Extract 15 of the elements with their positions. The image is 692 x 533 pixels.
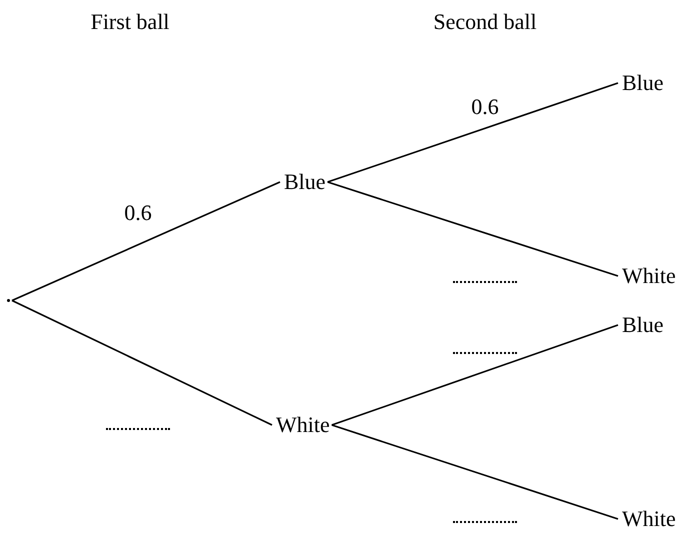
outcome-label: Blue	[622, 72, 664, 94]
outcome-label: White	[276, 414, 330, 436]
branch-line	[12, 300, 272, 426]
outcome-label: White	[622, 508, 676, 530]
outcome-label: Blue	[622, 314, 664, 336]
outcome-label: Blue	[284, 171, 326, 193]
column-heading: Second ball	[433, 11, 537, 33]
branch-line	[332, 424, 618, 520]
branch-line	[327, 82, 618, 183]
branch-point	[7, 299, 10, 302]
branch-line	[327, 181, 618, 277]
branch-line	[332, 324, 618, 426]
column-heading: First ball	[90, 11, 170, 33]
outcome-label: White	[622, 265, 676, 287]
branch-line	[12, 181, 280, 302]
